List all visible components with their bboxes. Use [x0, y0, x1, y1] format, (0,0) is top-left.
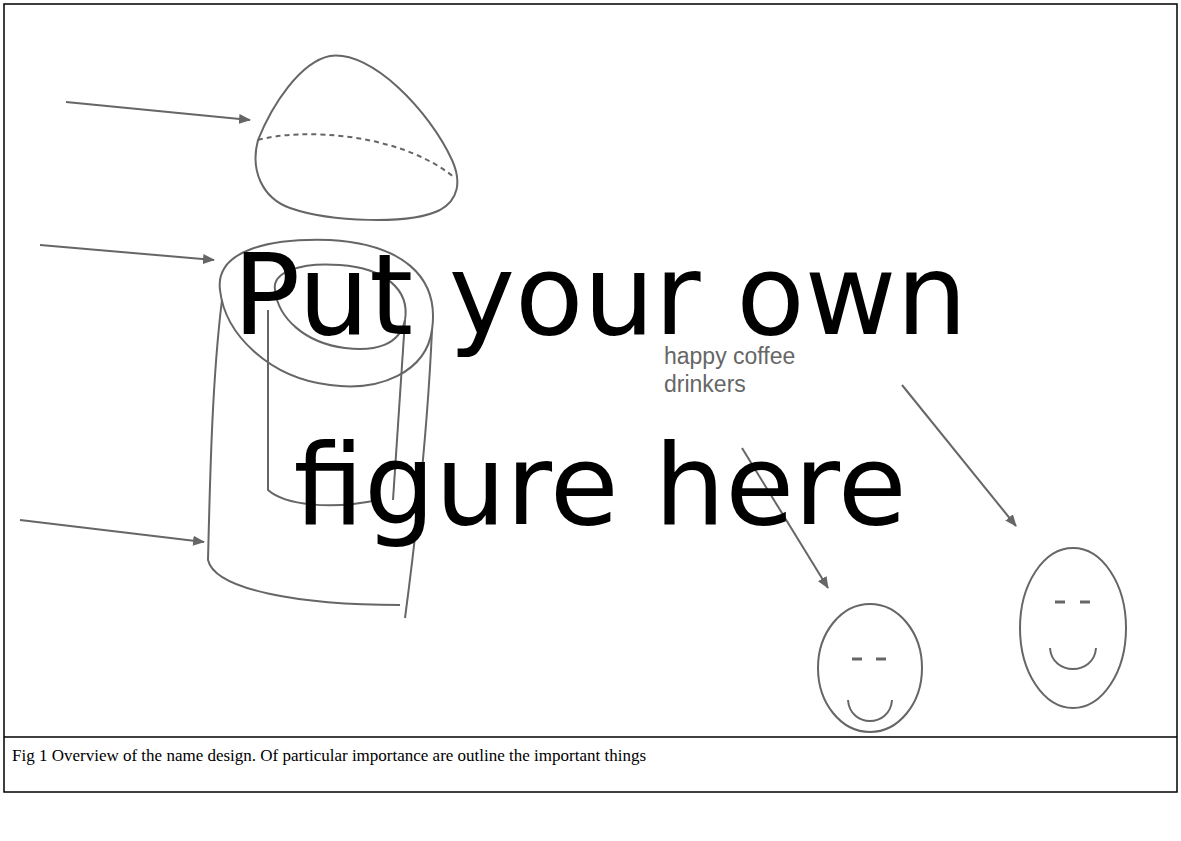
smile	[848, 700, 892, 721]
leader-arrow	[902, 385, 1016, 526]
figure-caption: Fig 1 Overview of the name design. Of pa…	[12, 744, 1162, 768]
figure-frame	[4, 4, 1177, 792]
callout-label: happy coffee drinkers	[664, 342, 854, 398]
eye	[1055, 601, 1065, 604]
smile	[1050, 648, 1096, 669]
placeholder-text: Put your own figure here	[150, 200, 1050, 580]
lid-rim	[258, 134, 455, 178]
face	[818, 604, 922, 732]
eye	[1080, 601, 1090, 604]
face	[1020, 548, 1126, 708]
caption-divider	[4, 736, 1177, 738]
leader-arrow	[66, 102, 250, 120]
eye	[876, 658, 886, 661]
smiley-faces	[818, 548, 1126, 732]
leader-arrow	[20, 520, 204, 542]
lid	[256, 56, 458, 220]
eye	[852, 658, 862, 661]
leader-arrow	[40, 245, 214, 260]
